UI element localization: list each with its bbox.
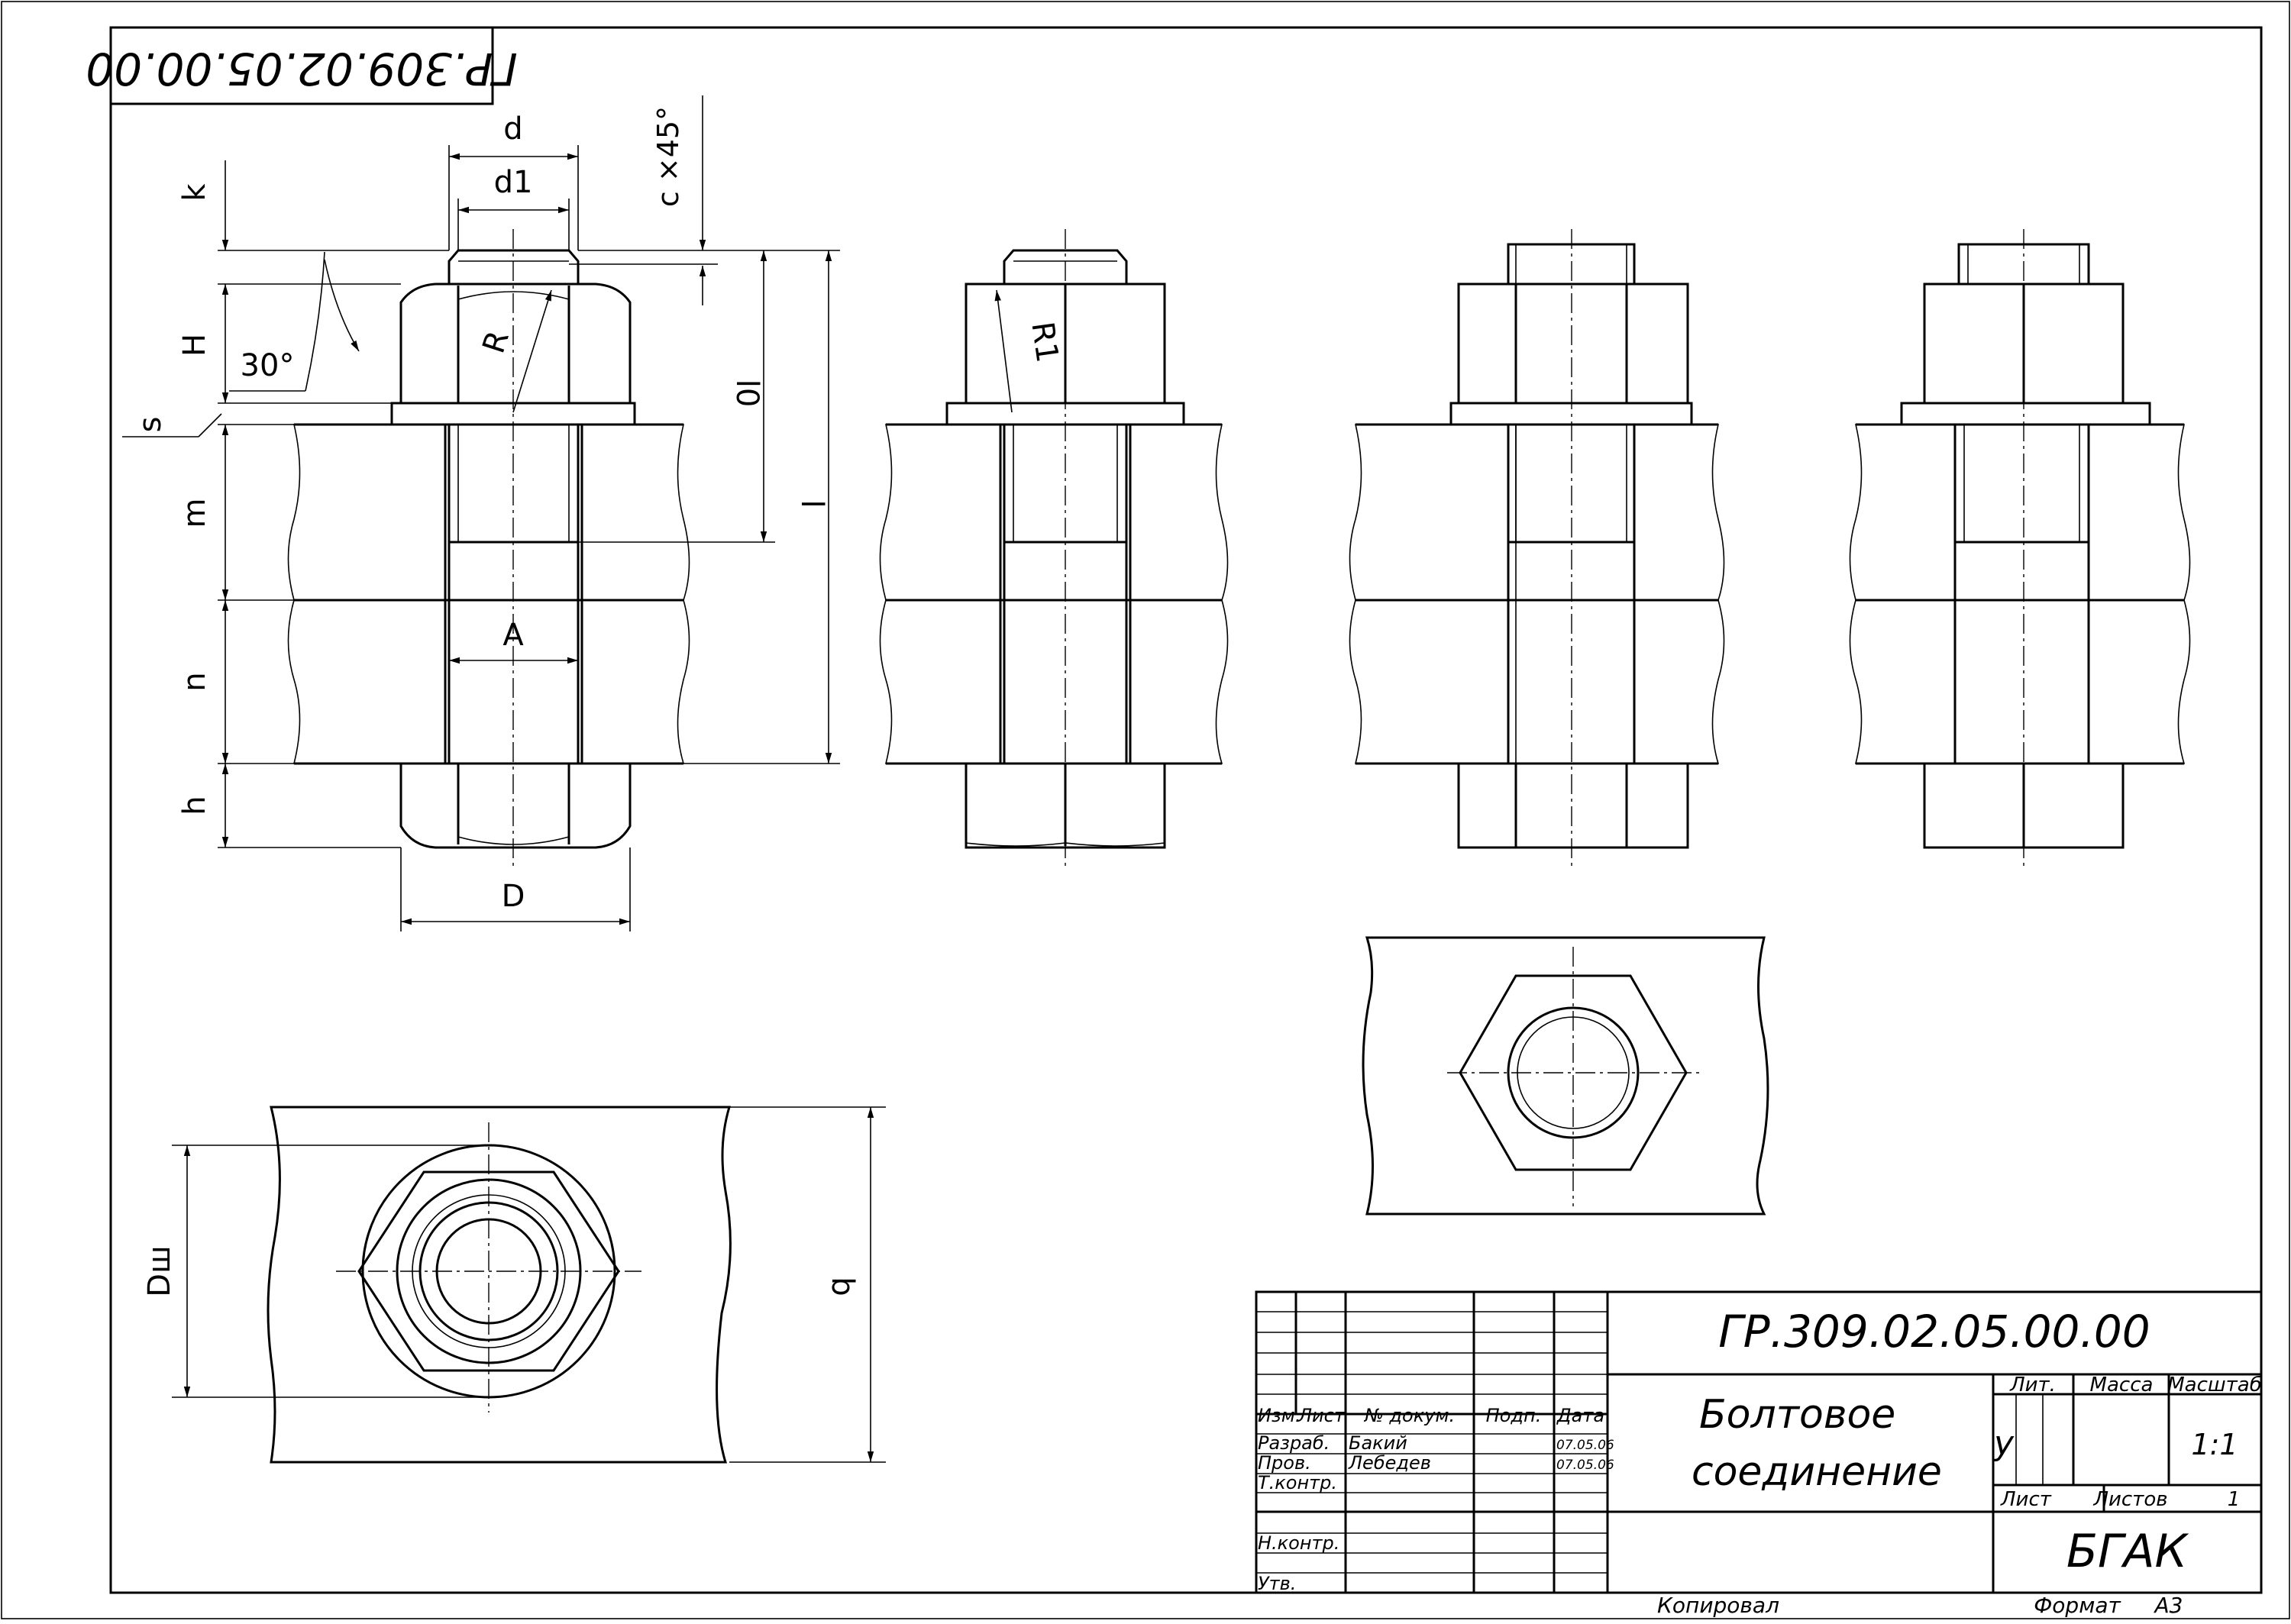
view-2-simplified: R1 (879, 229, 1229, 870)
view-3-simplified (1349, 229, 1725, 870)
nut (399, 283, 632, 405)
title-name-line2: соединение (1692, 1449, 1942, 1495)
dim-l-label: l (794, 499, 829, 508)
dim-chamfer-label: c ×45° (651, 106, 685, 207)
row-date-2: 07.05.06 (1556, 1458, 1614, 1473)
dim-l0-label: l0 (729, 379, 764, 408)
format-value: А3 (2154, 1593, 2183, 1618)
view-1-dimensioned: d d1 k H m n h s 30° R (122, 95, 840, 931)
row-name-1: Бакий (1349, 1432, 1407, 1454)
sheet-label: Лист (2000, 1488, 2052, 1511)
row-role-3: Т.контр. (1258, 1472, 1337, 1493)
bolt-head (399, 762, 632, 849)
sheets-label: Листов (2092, 1488, 2167, 1511)
mass-label: Масса (2090, 1374, 2154, 1396)
dim-R-label: R (476, 327, 515, 358)
scale-value: 1:1 (2191, 1428, 2238, 1461)
lit-label: Лит. (2009, 1374, 2056, 1396)
header-date: Дата (1556, 1405, 1604, 1426)
scale-label: Масштаб (2167, 1374, 2262, 1396)
dim-b-label: b (825, 1277, 860, 1296)
title-name-line1: Болтовое (1699, 1392, 1895, 1438)
view-4-simplified (1849, 229, 2191, 870)
dim-m-label: m (177, 499, 212, 528)
top-stamp: ГР.309.02.05.00.00 (86, 26, 518, 105)
row-role-5: Утв. (1258, 1573, 1296, 1594)
header-doc-no: № докум. (1363, 1405, 1455, 1426)
row-role-1: Разраб. (1258, 1432, 1330, 1454)
sheets-value: 1 (2228, 1488, 2241, 1511)
row-date-1: 07.05.06 (1556, 1438, 1614, 1453)
header-list: Лист (1297, 1405, 1346, 1426)
upper-plate-left (287, 424, 446, 601)
format-label: Формат (2034, 1593, 2121, 1618)
dim-d-label: d (503, 111, 522, 147)
dim-d1-label: d1 (494, 165, 533, 200)
lower-plate-right (581, 599, 690, 764)
dim-D-label: D (502, 879, 525, 914)
title-designation: ГР.309.02.05.00.00 (1718, 1306, 2150, 1358)
dim-A-label: A (502, 618, 524, 653)
row-role-4: Н.контр. (1258, 1532, 1339, 1554)
top-view-simplified (1362, 936, 1769, 1216)
dim-H-label: H (177, 334, 212, 357)
dim-h-label: h (177, 796, 212, 815)
dim-n-label: n (177, 672, 212, 691)
row-role-2: Пров. (1258, 1452, 1311, 1474)
dim-R1-label: R1 (1024, 320, 1065, 365)
top-view-detailed: Dш b (142, 1106, 886, 1464)
title-block: ГР.309.02.05.00.00 Болтовое соединение И… (1255, 1290, 2263, 1618)
copied-label: Копировал (1657, 1593, 1779, 1618)
lower-plate-left (287, 599, 446, 764)
row-name-2: Лебедев (1348, 1452, 1431, 1474)
dim-angle-label: 30° (241, 348, 295, 383)
header-izm: Изм. (1258, 1405, 1301, 1426)
organization: БГАК (2066, 1525, 2189, 1578)
dim-s-label: s (133, 417, 168, 433)
dim-k-label: k (177, 183, 212, 202)
upper-plate-right (581, 424, 690, 601)
bolt-end (448, 249, 580, 284)
lit-value: у (1992, 1424, 2015, 1463)
header-sign: Подп. (1486, 1405, 1542, 1426)
top-stamp-text: ГР.309.02.05.00.00 (86, 43, 517, 95)
dim-Dw-label: Dш (142, 1245, 177, 1296)
drawing-frame (109, 26, 2263, 1594)
